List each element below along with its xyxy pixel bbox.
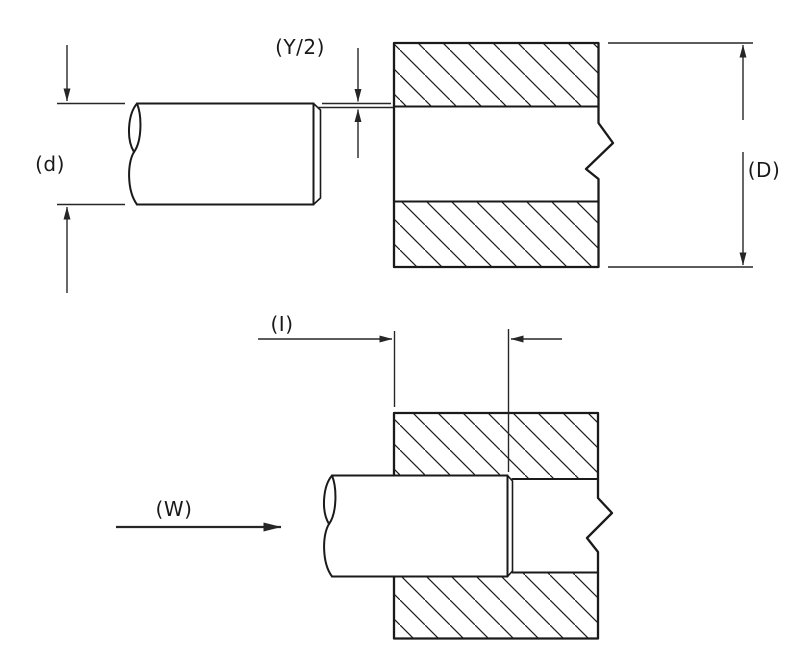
bottom-shaft-end-chamfer — [506, 474, 514, 578]
dimension-D — [608, 42, 753, 268]
bottom-hub-hatching — [394, 413, 598, 639]
label-hole-diameter-D: (D) — [747, 158, 781, 182]
label-y-half: (Y/2) — [275, 35, 325, 59]
label-shaft-diameter-d: (d) — [35, 152, 65, 176]
label-force-W: (W) — [155, 497, 193, 521]
label-engagement-length-I: (I) — [270, 312, 294, 336]
bottom-hub-body — [392, 411, 614, 640]
bottom-shaft — [323, 474, 514, 578]
top-shaft — [128, 102, 322, 206]
dimension-I — [258, 329, 562, 472]
top-hub-hatching — [394, 43, 599, 267]
dimension-d — [57, 45, 125, 293]
dimension-y-half — [317, 48, 393, 158]
top-shaft-break-symbol — [128, 102, 142, 206]
top-hub-outline — [392, 41, 615, 269]
bottom-shaft-break-symbol — [323, 474, 337, 578]
bottom-hub-outline — [392, 411, 614, 640]
top-shaft-end-chamfer — [312, 102, 322, 206]
top-hub-body — [392, 41, 615, 269]
